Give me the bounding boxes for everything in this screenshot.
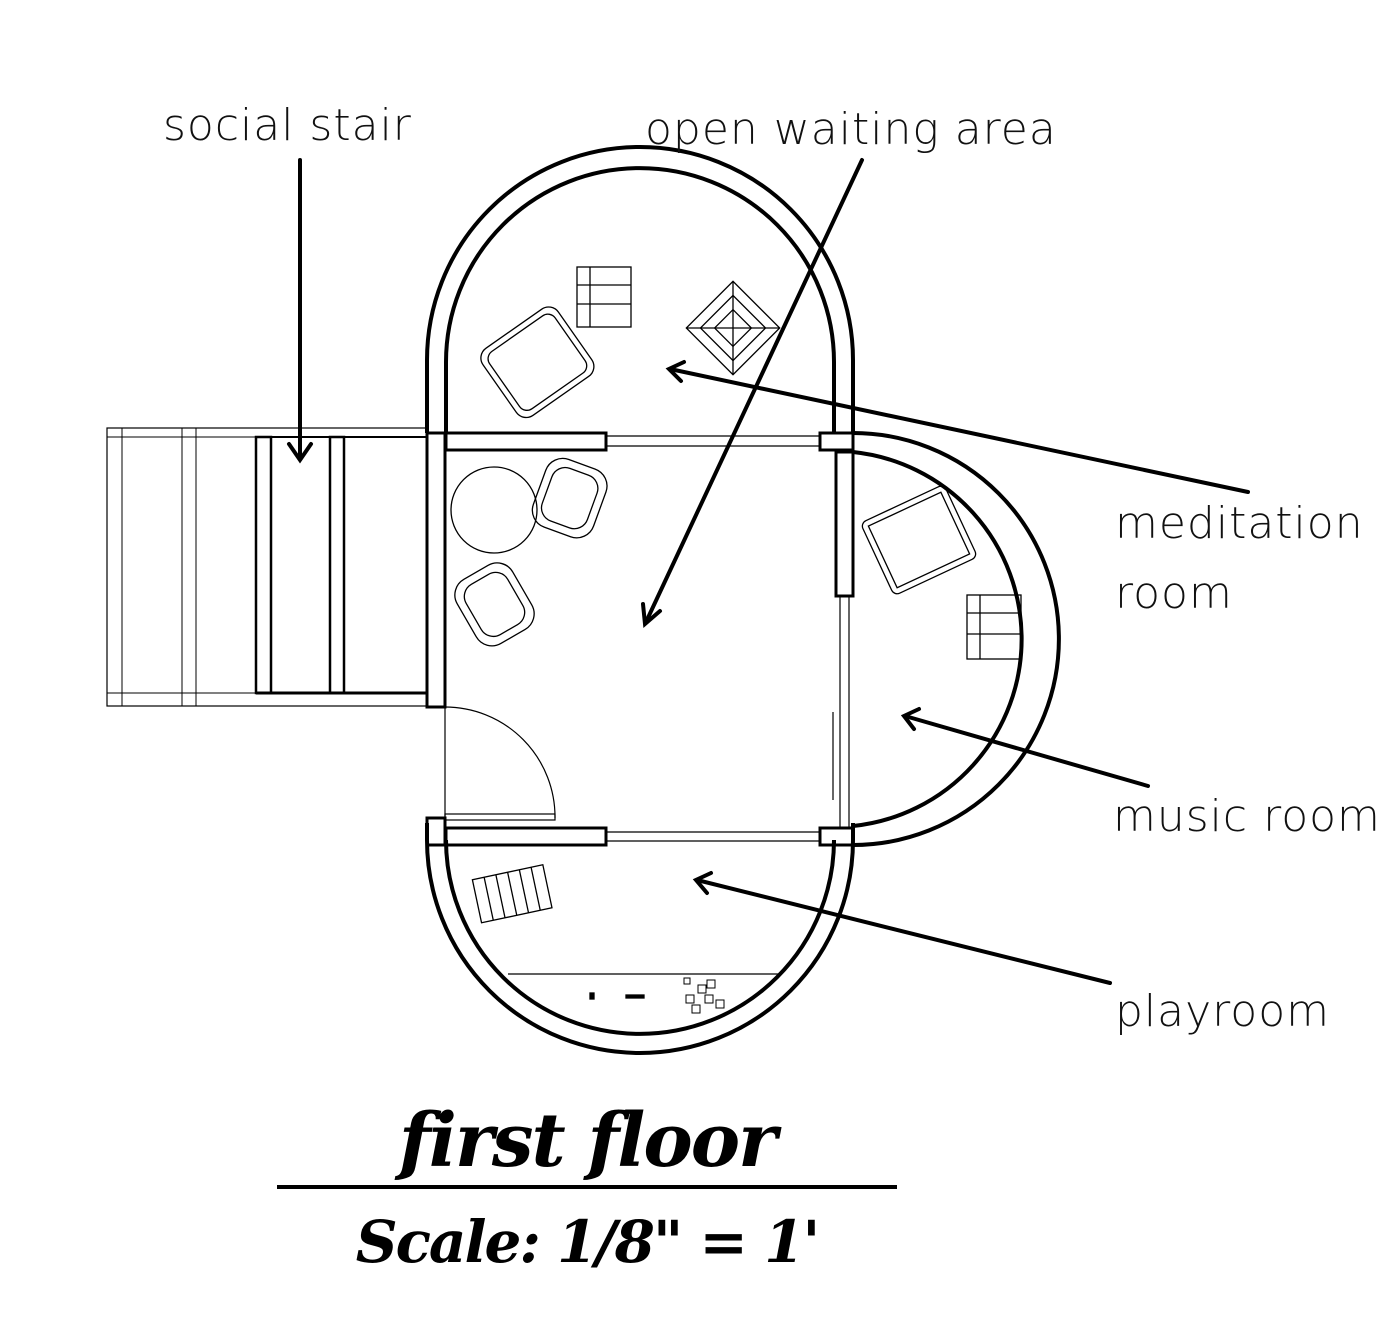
armchair-2 bbox=[454, 562, 535, 647]
label-playroom: playroom bbox=[1115, 986, 1330, 1037]
meditation-furniture bbox=[480, 266, 781, 419]
waiting-furniture bbox=[450, 457, 608, 647]
crib bbox=[471, 863, 553, 924]
arrow-open-waiting bbox=[644, 158, 864, 624]
arrow-music bbox=[903, 714, 1150, 788]
label-music-room: music room bbox=[1113, 791, 1381, 842]
leader-arrows bbox=[287, 158, 1250, 985]
page-title: first floor bbox=[398, 1098, 777, 1184]
armchair-1 bbox=[531, 457, 608, 539]
scale-note: Scale: 1/8" = 1' bbox=[355, 1208, 821, 1276]
play-furniture bbox=[471, 863, 779, 1014]
toy-blocks bbox=[683, 977, 725, 1014]
piano-bench bbox=[861, 485, 977, 595]
floor-cushion bbox=[480, 306, 595, 419]
arrow-playroom bbox=[695, 878, 1112, 985]
label-meditation-room-line2: room bbox=[1115, 568, 1233, 619]
doors-glazing bbox=[444, 435, 850, 842]
music-chair bbox=[966, 594, 1022, 660]
lantern-table bbox=[685, 280, 781, 376]
label-open-waiting-area: open waiting area bbox=[645, 104, 1057, 155]
chair bbox=[576, 266, 632, 328]
round-table bbox=[450, 466, 538, 554]
label-meditation-room-line1: meditation bbox=[1115, 498, 1364, 549]
music-furniture bbox=[861, 485, 1022, 660]
label-social-stair: social stair bbox=[163, 100, 412, 151]
building-walls bbox=[425, 145, 1061, 1055]
arrow-meditation bbox=[668, 367, 1250, 494]
social-stair bbox=[106, 427, 428, 707]
